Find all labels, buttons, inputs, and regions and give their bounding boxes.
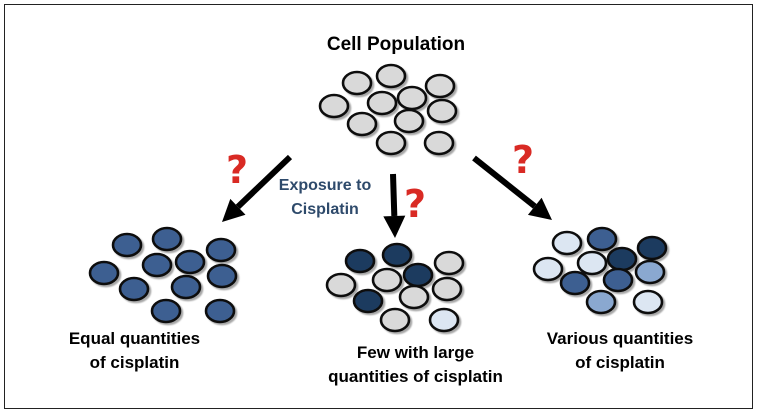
- cell-population-title: Cell Population: [326, 34, 466, 55]
- untreated-cell: [325, 272, 357, 298]
- cisplatin-cell-equal: [118, 276, 150, 302]
- cell-layer: [88, 63, 668, 333]
- question-mark-middle: ?: [404, 182, 426, 226]
- cisplatin-cell-equal: [206, 263, 238, 289]
- outcome-label-equal: Equal quantities of cisplatin: [42, 327, 227, 375]
- untreated-cell: [433, 250, 465, 276]
- cisplatin-cell-various: [602, 267, 634, 293]
- untreated-cell: [423, 130, 455, 156]
- arrow-to-equal: [222, 154, 293, 222]
- arrow-layer: [222, 154, 552, 238]
- untreated-cell: [371, 267, 403, 293]
- arrow-to-few: [383, 173, 406, 238]
- cisplatin-cell-equal: [204, 298, 236, 324]
- cisplatin-cell-various: [551, 230, 583, 256]
- cisplatin-cell-various: [636, 235, 668, 261]
- outcome-label-line: Various quantities: [546, 329, 694, 348]
- outcome-label-line: of cisplatin: [89, 353, 180, 372]
- cisplatin-cell-few: [352, 288, 384, 314]
- cisplatin-cell-various: [532, 256, 564, 282]
- untreated-cell: [396, 85, 428, 111]
- cisplatin-cell-equal: [205, 237, 237, 263]
- cisplatin-cell-various: [632, 289, 664, 315]
- exposure-label-line: Exposure to: [278, 177, 372, 194]
- untreated-cell: [431, 276, 463, 302]
- untreated-cell: [375, 63, 407, 89]
- cisplatin-cell-equal: [150, 298, 182, 324]
- cisplatin-cell-various: [634, 259, 666, 285]
- arrow-to-various: [472, 155, 552, 220]
- cisplatin-cell-various: [586, 226, 618, 252]
- cisplatin-cell-various: [559, 270, 591, 296]
- cisplatin-cell-equal: [111, 232, 143, 258]
- untreated-cell: [398, 284, 430, 310]
- cisplatin-cell-equal: [170, 274, 202, 300]
- outcome-label-various: Various quantities of cisplatin: [520, 327, 720, 375]
- question-mark-right: ?: [512, 138, 534, 182]
- cisplatin-cell-equal: [151, 226, 183, 252]
- untreated-cell: [379, 307, 411, 333]
- exposure-label-line: Cisplatin: [291, 201, 359, 218]
- outcome-label-line: of cisplatin: [575, 353, 665, 372]
- question-mark-left: ?: [226, 148, 248, 192]
- cisplatin-cell-few: [402, 262, 434, 288]
- cisplatin-cell-few: [428, 307, 460, 333]
- untreated-cell: [393, 108, 425, 134]
- untreated-cell: [318, 93, 350, 119]
- untreated-cell: [366, 90, 398, 116]
- cisplatin-cell-few: [344, 248, 376, 274]
- cisplatin-cell-equal: [88, 260, 120, 286]
- outcome-label-line: Equal quantities: [68, 329, 201, 348]
- cisplatin-cell-few: [381, 242, 413, 268]
- cisplatin-cell-equal: [141, 252, 173, 278]
- untreated-cell: [341, 70, 373, 96]
- outcome-label-line: quantities of cisplatin: [328, 367, 503, 386]
- question-mark-layer: ???: [226, 138, 534, 226]
- outcome-label-few: Few with large quantities of cisplatin: [303, 341, 528, 389]
- diagram-frame: [4, 4, 753, 409]
- cisplatin-cell-equal: [174, 249, 206, 275]
- cisplatin-cell-various: [585, 289, 617, 315]
- exposure-label: Exposure to Cisplatin: [265, 174, 385, 222]
- cisplatin-cell-various: [576, 250, 608, 276]
- untreated-cell: [346, 111, 378, 137]
- untreated-cell: [375, 130, 407, 156]
- untreated-cell: [424, 73, 456, 99]
- outcome-label-line: Few with large: [356, 343, 475, 362]
- untreated-cell: [426, 98, 458, 124]
- cisplatin-cell-various: [606, 246, 638, 272]
